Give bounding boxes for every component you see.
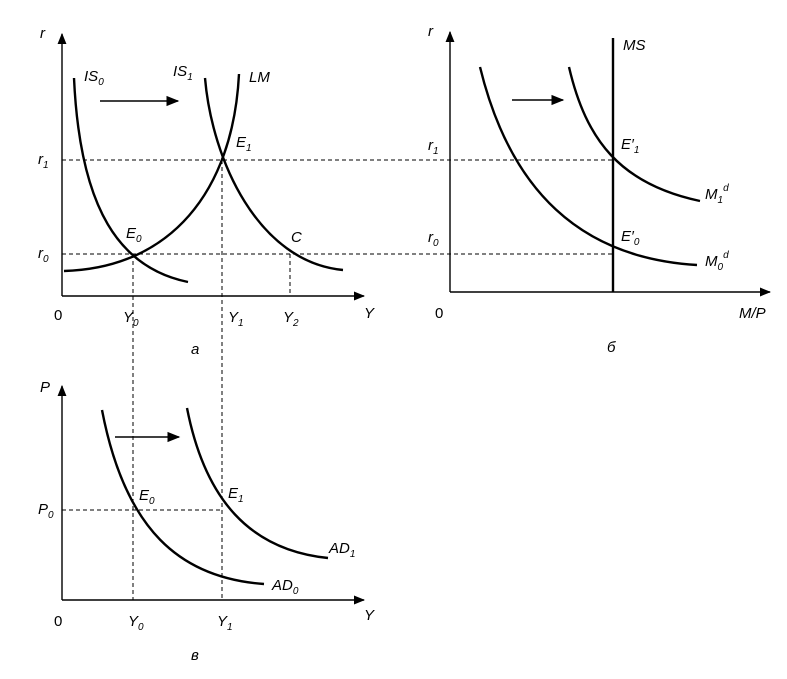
panel-c-origin-label: 0 (54, 613, 62, 630)
lm-label: LM (249, 69, 270, 86)
panel-c-caption: в (191, 647, 199, 664)
panel-c-e0-label: E0 (139, 487, 155, 507)
m1d-label: M1d (705, 183, 729, 206)
c-point-label: C (291, 229, 302, 246)
ms-label: MS (623, 37, 646, 54)
ad1-curve (185, 407, 329, 560)
panel-b: r M/P 0 r1 r0 MS E′1 E′0 M1d M0d б (428, 23, 772, 356)
e1-point-label: E1 (236, 134, 252, 154)
ad0-label: AD0 (271, 577, 299, 597)
e1-prime-label: E′1 (621, 136, 639, 156)
panel-c-y1-label: Y1 (217, 613, 233, 633)
panel-a-caption: а (191, 341, 199, 358)
panel-a-y0-label: Y0 (123, 309, 139, 329)
panel-c-e1-label: E1 (228, 485, 244, 505)
panel-b-caption: б (607, 339, 616, 356)
ad1-label: AD1 (328, 540, 355, 560)
panel-a-r0-label: r0 (38, 245, 49, 265)
panel-c-axis-x-label: Y (364, 607, 375, 624)
is0-curve (72, 77, 189, 284)
panel-a: r Y 0 r1 r0 Y0 Y1 Y2 IS0 IS1 LM E1 E0 C … (38, 25, 612, 600)
panel-a-y1-label: Y1 (228, 309, 244, 329)
panel-b-axis-y-label: r (428, 23, 434, 40)
ad0-curve (100, 409, 265, 586)
panel-c-axis-y-label: P (40, 379, 50, 396)
panel-c-y0-label: Y0 (128, 613, 144, 633)
panel-a-r1-label: r1 (38, 151, 49, 171)
panel-a-origin-label: 0 (54, 307, 62, 324)
panel-a-axis-x-label: Y (364, 305, 375, 322)
panel-c: P Y 0 P0 Y0 Y1 E0 E1 AD1 AD0 в (38, 379, 375, 664)
is1-label: IS1 (173, 63, 193, 83)
is0-label: IS0 (84, 68, 104, 88)
e0-point-label: E0 (126, 225, 142, 245)
p0-label: P0 (38, 501, 54, 521)
m1d-curve (567, 66, 701, 203)
is1-curve (203, 77, 344, 272)
panel-b-r1-label: r1 (428, 137, 439, 157)
e0-prime-label: E′0 (621, 228, 640, 248)
panel-b-axis-x-label: M/P (739, 305, 766, 322)
panel-a-axis-y-label: r (40, 25, 46, 42)
m0d-label: M0d (705, 250, 729, 273)
m0d-curve (478, 66, 698, 267)
panel-b-origin-label: 0 (435, 305, 443, 322)
panel-b-r0-label: r0 (428, 229, 439, 249)
lm-curve (63, 73, 241, 273)
panel-a-y2-label: Y2 (283, 309, 299, 329)
